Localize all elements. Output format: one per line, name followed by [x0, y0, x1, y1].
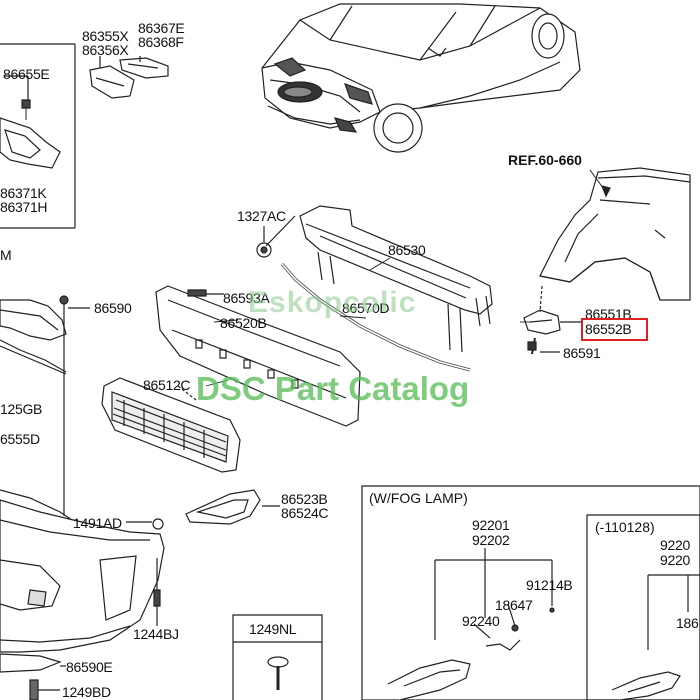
part-label-86590e: 86590E	[66, 659, 113, 675]
part-label-6555d: 6555D	[0, 431, 40, 447]
part-label-18647: 18647	[495, 597, 533, 613]
cut-section-title: (-110128)	[595, 519, 655, 535]
part-label-1491ad: 1491AD	[73, 515, 122, 531]
part-label-86530: 86530	[388, 242, 426, 258]
part-label-1327ac: 1327AC	[237, 208, 286, 224]
fog-lamp-section-drawing	[362, 486, 700, 700]
watermark-text-2: DSC Part Catalog	[196, 370, 470, 407]
part-label-86523b: 86523B	[281, 491, 328, 507]
part-label-m: M	[0, 247, 12, 263]
fog-lamp-section-title: (W/FOG LAMP)	[369, 490, 468, 506]
part-label-86371k: 86371K	[0, 185, 47, 201]
part-label-91214b: 91214B	[526, 577, 573, 593]
part-label-86368f: 86368F	[138, 34, 184, 50]
part-label-86520b: 86520B	[220, 315, 267, 331]
energy-absorber-drawing	[156, 286, 360, 426]
bolt-86593a	[188, 290, 224, 296]
part-label-86551b: 86551B	[585, 306, 632, 322]
part-label-186: 186	[676, 615, 699, 631]
part-label-86655e: 86655E	[3, 66, 50, 82]
bumper-cover-drawing	[0, 500, 164, 652]
part-label-86552b: 86552B	[585, 321, 632, 337]
part-label-86367e: 86367E	[138, 20, 185, 36]
part-label-92201: 92201	[472, 517, 510, 533]
part-label-92202: 92202	[472, 532, 510, 548]
part-label-1249nl: 1249NL	[249, 621, 297, 637]
highlight-box	[581, 318, 648, 341]
lower-grille-drawing	[102, 378, 240, 472]
fender-drawing	[540, 168, 690, 300]
part-label-86590: 86590	[94, 300, 132, 316]
bumper-beam-drawing	[257, 206, 492, 352]
part-label-86591: 86591	[563, 345, 601, 361]
leader-lines	[206, 258, 530, 386]
small-brackets-drawing	[90, 56, 168, 98]
left-upper-detail	[0, 44, 75, 228]
part-label-125gb: 125GB	[0, 401, 43, 417]
part-label-86355x: 86355X	[82, 28, 129, 44]
part-label-9220-a: 9220	[660, 537, 690, 553]
part-label-1249bd: 1249BD	[62, 684, 111, 700]
part-label-86371h: 86371H	[0, 199, 48, 215]
part-label-86512c: 86512C	[143, 377, 191, 393]
cut-section-drawing	[587, 515, 700, 700]
part-label-86593a: 86593A	[223, 290, 270, 306]
part-label-9220-b: 9220	[660, 552, 690, 568]
part-label-86356x: 86356X	[82, 42, 129, 58]
watermark-text-1: Eskopcolic	[248, 286, 417, 319]
car-illustration	[262, 4, 580, 152]
fog-cover-drawing	[186, 490, 280, 524]
box-1249nl	[233, 615, 322, 700]
fender-bracket-drawing	[524, 286, 582, 354]
part-label-1244bj: 1244BJ	[133, 626, 179, 642]
ref-label: REF.60-660	[508, 152, 582, 168]
part-label-86570d: 86570D	[342, 300, 390, 316]
part-label-86524c: 86524C	[281, 505, 329, 521]
splash-shield-86590e	[0, 654, 66, 700]
left-lower-detail	[0, 296, 90, 520]
part-label-92240: 92240	[462, 613, 500, 629]
wire-86570d	[282, 264, 470, 370]
